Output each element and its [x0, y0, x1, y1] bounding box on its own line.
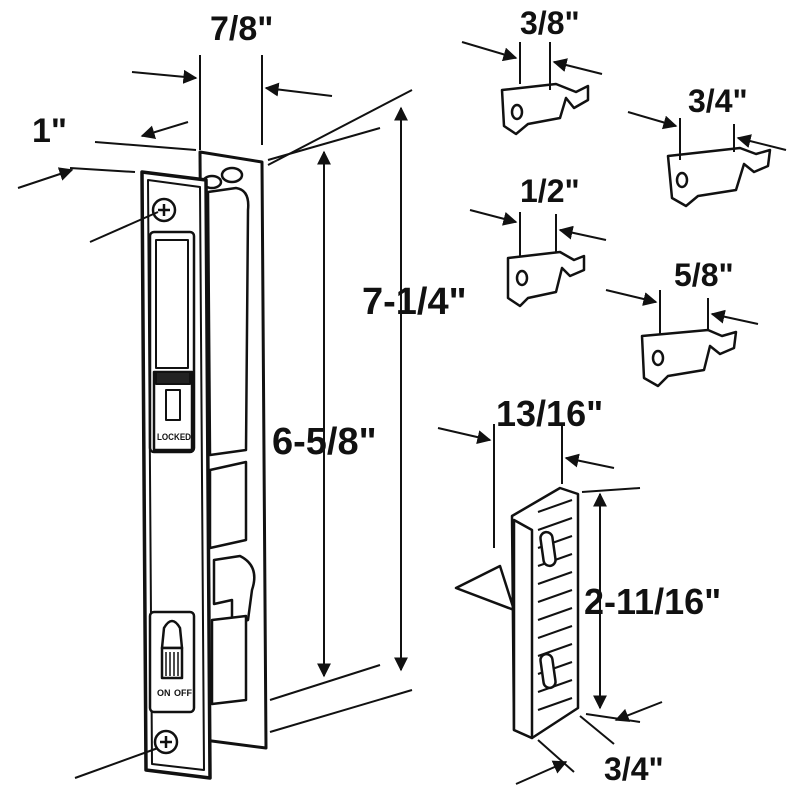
main-extension-lines	[69, 55, 413, 779]
on-label: ON	[157, 688, 171, 698]
keeper	[454, 486, 580, 740]
width-arrow-left	[131, 69, 198, 84]
dim-lock-width: 7/8"	[210, 10, 273, 48]
dim-keeper-depth: 13/16"	[496, 393, 603, 434]
main-dimension-arrows	[17, 69, 408, 678]
hook-bolt	[212, 554, 256, 626]
keeper-dimension-lines	[437, 424, 663, 785]
hook-3-8	[500, 82, 590, 136]
locked-label: LOCKED	[157, 432, 191, 442]
off-label: OFF	[174, 688, 192, 698]
dimension-labels: 7/8" 1" 7-1/4" 6-5/8" 3/8" 3/4" 1/2" 5/8…	[32, 5, 748, 787]
mortise-lock-assembly: LOCKED ON OFF	[140, 150, 268, 780]
dim-hook-5-8: 5/8"	[674, 257, 734, 293]
keeper-slot-top	[539, 530, 557, 568]
top-pin	[220, 166, 244, 184]
dim-hook-1-2: 1/2"	[520, 173, 580, 209]
keeper-front-face	[512, 518, 534, 740]
dim-hole-spacing: 6-5/8"	[272, 421, 377, 463]
hook-1-2	[506, 250, 586, 308]
width-arrow-right	[264, 82, 333, 97]
keeper-slot-bottom	[539, 652, 557, 690]
handle-recess-inner	[155, 239, 189, 369]
top-screw	[151, 197, 177, 223]
hook-dimension-lines	[461, 41, 787, 334]
rear-bottom-housing	[210, 614, 248, 706]
hook-3-4	[666, 146, 772, 208]
dim-keeper-height: 2-11/16"	[584, 581, 721, 622]
dim-hook-3-4: 3/4"	[688, 83, 748, 119]
dim-hook-3-8: 3/8"	[520, 5, 580, 41]
thumb-turn	[160, 619, 184, 680]
offset-arrow-upper	[140, 121, 189, 140]
hook-5-8	[640, 328, 738, 388]
hooks	[500, 82, 772, 388]
dim-faceplate-offset: 1"	[32, 112, 67, 150]
rear-latch-housing	[206, 186, 250, 457]
dim-overall-length: 7-1/4"	[362, 281, 467, 323]
offset-arrow-lower	[17, 167, 74, 189]
bottom-screw	[153, 729, 179, 755]
faceplate-inner-border	[147, 179, 205, 771]
rear-cam	[208, 460, 248, 550]
locked-slider	[152, 370, 194, 452]
dim-keeper-width: 3/4"	[604, 751, 664, 787]
keeper-hook	[454, 564, 516, 612]
